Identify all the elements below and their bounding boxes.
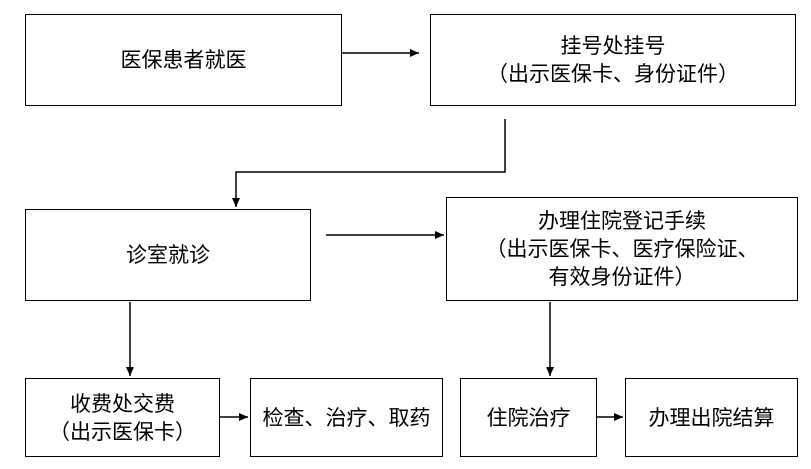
node-exam-treatment-line-1: 检查、治疗、取药 <box>262 405 431 430</box>
node-registration-line-1: 挂号处挂号 <box>560 34 666 58</box>
node-registration: 挂号处挂号 （出示医保卡、身份证件） <box>430 14 796 106</box>
node-discharge-settlement: 办理出院结算 <box>625 378 798 457</box>
node-admission-line-1: 办理住院登记手续 <box>538 209 706 233</box>
node-patient-visit-line-1: 医保患者就医 <box>120 48 247 72</box>
node-inpatient-treatment: 住院治疗 <box>460 378 597 457</box>
node-consultation: 诊室就诊 <box>25 209 311 301</box>
node-inpatient-treatment-line-1: 住院治疗 <box>486 405 571 430</box>
node-exam-treatment: 检查、治疗、取药 <box>250 378 443 457</box>
node-admission: 办理住院登记手续 （出示医保卡、医疗保险证、 有效身份证件） <box>446 197 798 301</box>
node-patient-visit: 医保患者就医 <box>25 14 342 106</box>
node-registration-line-2: （出示医保卡、身份证件） <box>487 62 739 86</box>
node-payment-line-2: （出示医保卡） <box>49 419 196 444</box>
node-admission-line-3: 有效身份证件） <box>548 265 696 289</box>
node-payment-line-1: 收费处交费 <box>70 391 175 416</box>
node-payment: 收费处交费 （出示医保卡） <box>25 378 220 457</box>
node-discharge-settlement-line-1: 办理出院结算 <box>648 405 775 430</box>
node-consultation-line-1: 诊室就诊 <box>126 243 210 267</box>
node-admission-line-2: （出示医保卡、医疗保险证、 <box>485 237 759 261</box>
arrow-register-to-consult <box>232 119 506 207</box>
